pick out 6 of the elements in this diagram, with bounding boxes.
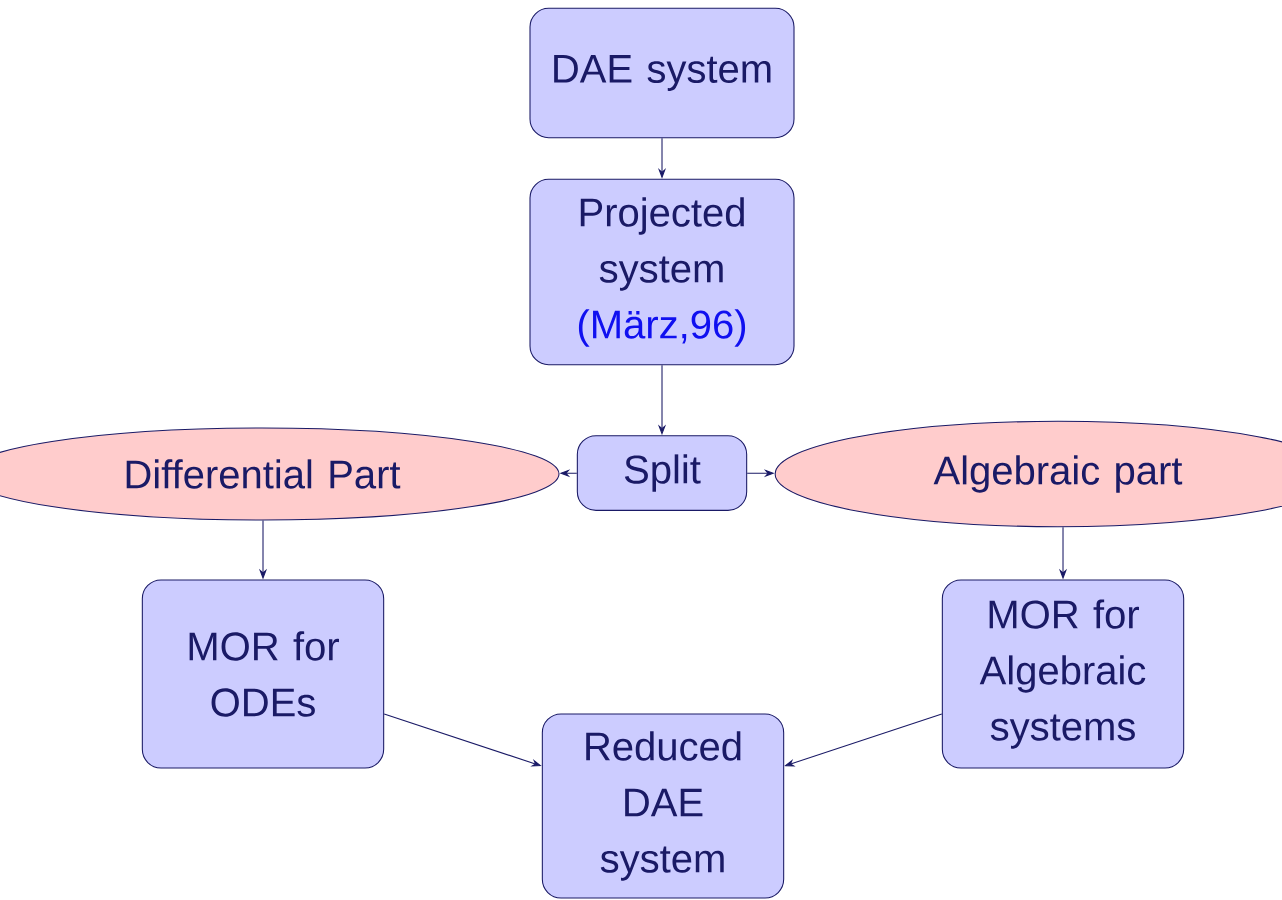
process-box: Reduced DAE system: [541, 713, 785, 899]
process-box: MOR for ODEs: [141, 579, 385, 769]
process-box: DAE system: [529, 7, 795, 139]
process-box: Split: [576, 435, 748, 511]
process-box: Projected system (März,96): [529, 178, 795, 366]
process-box: MOR for Algebraic systems: [941, 579, 1185, 769]
